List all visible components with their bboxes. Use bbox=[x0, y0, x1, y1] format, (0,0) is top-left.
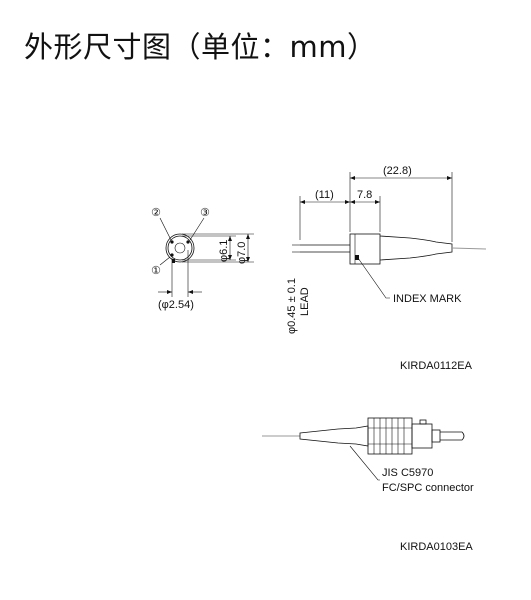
side-index-tab bbox=[355, 255, 359, 260]
connector-key bbox=[419, 419, 427, 425]
outer-case-circle bbox=[165, 233, 195, 263]
body-case bbox=[349, 233, 381, 265]
connector-type-label: FC/SPC connector bbox=[382, 482, 474, 494]
pin-label-2: ② bbox=[151, 207, 161, 219]
drawing1-code: KIRDA0112EA bbox=[400, 360, 473, 372]
pin-circle-dim-label: (φ2.54) bbox=[158, 299, 194, 311]
inner-dia-label: φ6.1 bbox=[218, 240, 230, 262]
pin-label-3: ③ bbox=[200, 207, 210, 219]
inner-dia-arrows bbox=[228, 236, 232, 260]
fiber-tail bbox=[451, 247, 487, 250]
connector-boot bbox=[299, 425, 369, 447]
lead-dia-label: φ0.45 ± 0.1 bbox=[286, 278, 298, 334]
index-mark-label: INDEX MARK bbox=[393, 293, 462, 305]
side-view: (22.8) (11) 7.8 φ0.45 ± 0.1 LEAD INDEX M… bbox=[286, 165, 487, 334]
page-title: 外形尺寸图（单位：mm） bbox=[24, 30, 377, 64]
lead-label: LEAD bbox=[299, 287, 311, 316]
connector-drawing: JIS C5970 FC/SPC connector bbox=[262, 417, 474, 494]
pin-circle-arrow-left bbox=[167, 290, 172, 294]
pin-1-leader bbox=[159, 256, 171, 266]
connector-leader bbox=[349, 445, 380, 481]
pin-label-1: ① bbox=[151, 265, 161, 277]
pin-3-dot bbox=[186, 240, 190, 244]
connector-std-label: JIS C5970 bbox=[382, 467, 433, 479]
dim-total-label: (22.8) bbox=[383, 165, 412, 177]
connector-collar bbox=[411, 423, 433, 449]
pin-2-dot bbox=[170, 240, 174, 244]
outer-dia-label: φ7.0 bbox=[236, 242, 248, 264]
pin-3-leader bbox=[189, 217, 205, 241]
drawing2-code: KIRDA0103EA bbox=[400, 541, 473, 553]
pin-circle-arrow-right bbox=[188, 290, 193, 294]
pin-2-leader bbox=[159, 217, 172, 241]
window-circle bbox=[174, 242, 186, 254]
index-tab bbox=[172, 259, 175, 263]
front-view: ② ③ ① (φ2.54) φ6.1 φ7.0 bbox=[151, 207, 254, 311]
connector-ferrule bbox=[440, 431, 465, 441]
pin-1-dot bbox=[170, 253, 174, 257]
index-mark-leader bbox=[357, 257, 390, 299]
connector-sleeve bbox=[431, 429, 441, 443]
inner-case-circle bbox=[167, 235, 193, 261]
dim-lead-arrows bbox=[300, 200, 350, 204]
connector-nut bbox=[367, 417, 413, 455]
fiber-boot bbox=[379, 235, 453, 261]
dim-lead-len-label: (11) bbox=[315, 189, 334, 201]
dim-body-label: 7.8 bbox=[357, 189, 372, 201]
